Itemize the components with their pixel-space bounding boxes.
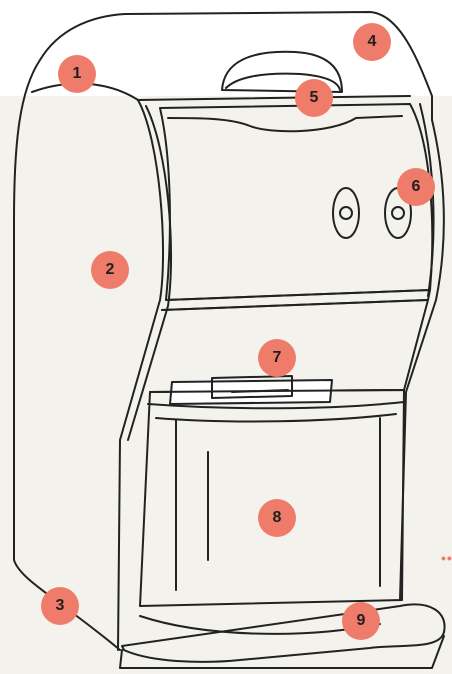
callout-9: 9 bbox=[342, 602, 380, 640]
callout-3: 3 bbox=[41, 587, 79, 625]
callout-6: 6 bbox=[397, 168, 435, 206]
cup-container bbox=[140, 390, 404, 606]
callout-2: 2 bbox=[91, 251, 129, 289]
callout-7: 7 bbox=[258, 339, 296, 377]
panel-top-curve bbox=[168, 116, 402, 131]
left-inner-edge bbox=[118, 100, 163, 650]
panel-bottom-ledge bbox=[162, 290, 430, 310]
ellipsis-icon: •• bbox=[441, 553, 452, 563]
callout-8: 8 bbox=[258, 499, 296, 537]
cup-inner-rim bbox=[156, 414, 396, 421]
callout-1: 1 bbox=[58, 55, 96, 93]
button-right-center bbox=[392, 207, 404, 219]
left-side-panel bbox=[14, 60, 120, 650]
front-upper-panel bbox=[160, 104, 432, 300]
base-bottom bbox=[120, 636, 444, 668]
callout-5: 5 bbox=[295, 79, 333, 117]
button-left-center bbox=[340, 207, 352, 219]
hood-front-edge bbox=[138, 96, 410, 100]
callout-4: 4 bbox=[353, 23, 391, 61]
button-left bbox=[333, 188, 359, 238]
